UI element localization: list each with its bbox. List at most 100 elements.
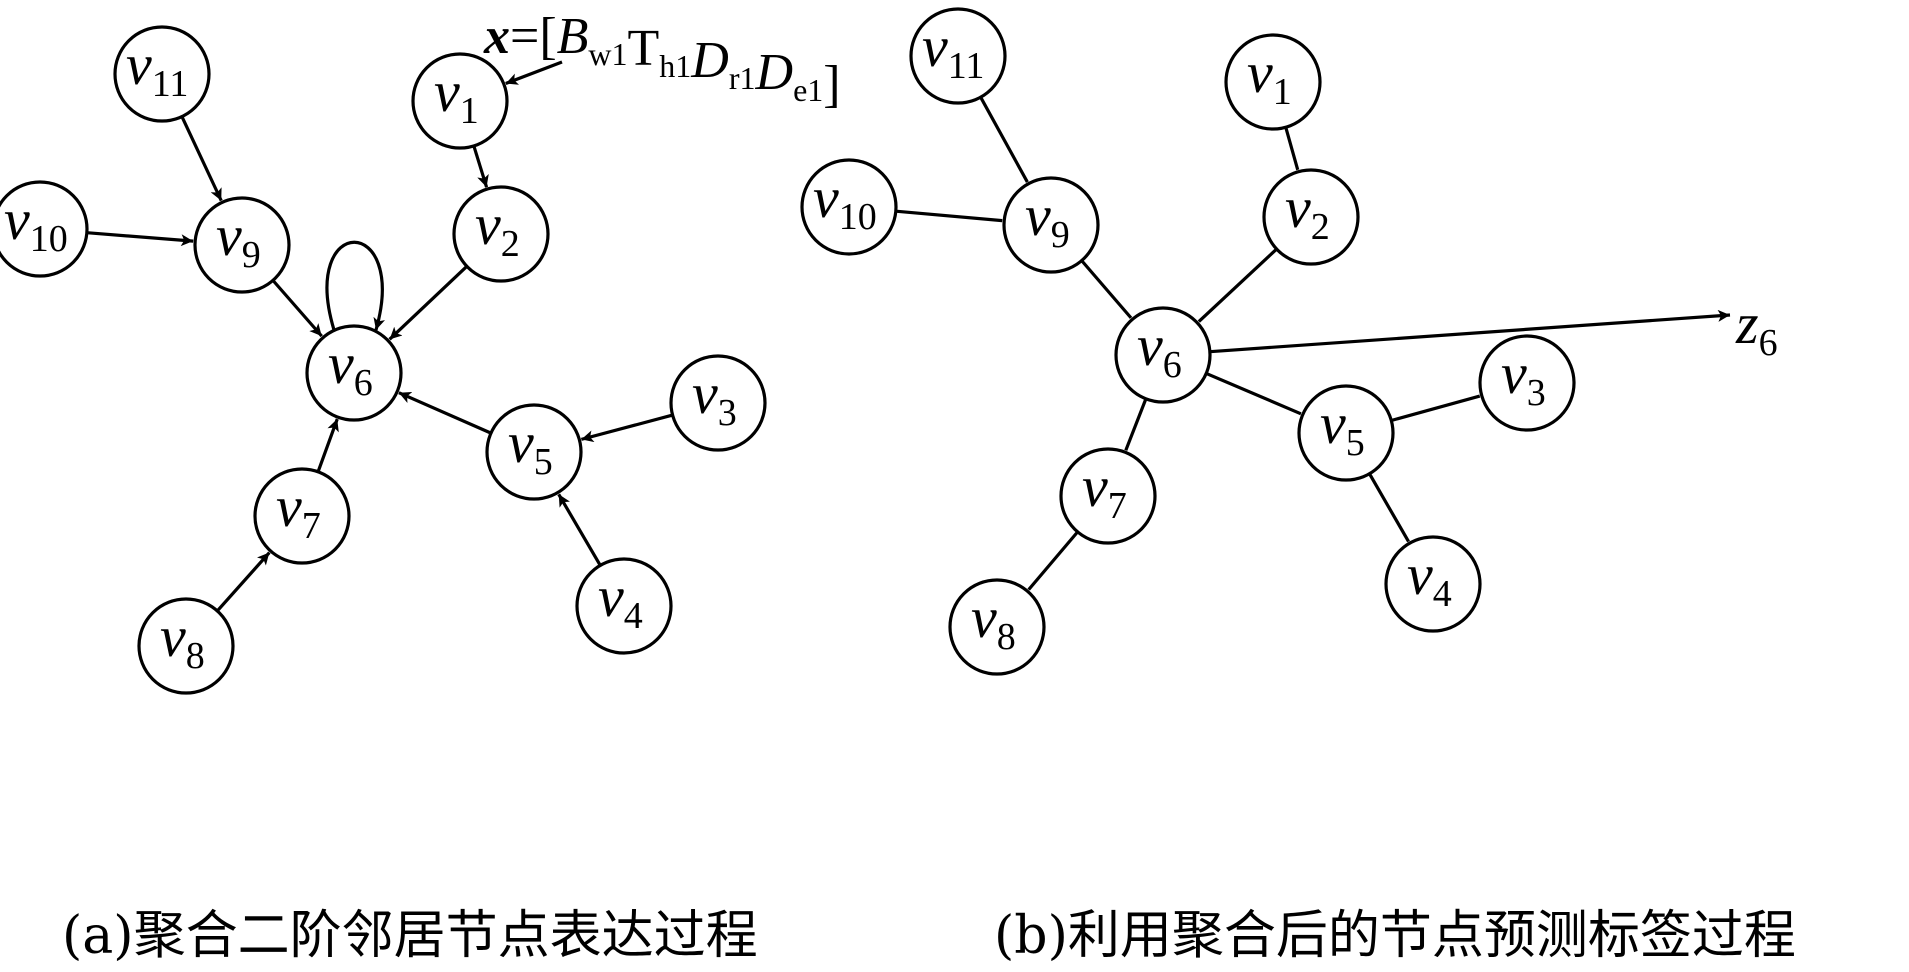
node-circle bbox=[1114, 306, 1212, 404]
node-circle bbox=[113, 25, 211, 123]
edge-v5-v3 bbox=[1390, 394, 1481, 423]
node-label: v10 bbox=[4, 187, 68, 260]
node-v1: v1 bbox=[1224, 33, 1322, 131]
edge-v6-v7 bbox=[1124, 398, 1148, 451]
node-label: v7 bbox=[1082, 454, 1127, 527]
node-circle bbox=[0, 180, 89, 278]
edge-v2-v6 bbox=[388, 265, 468, 341]
node-v11: v11 bbox=[909, 7, 1007, 105]
node-circle bbox=[1384, 535, 1482, 633]
self-loop-edge-v6 bbox=[325, 240, 386, 331]
node-label: v8 bbox=[160, 604, 205, 677]
node-circle bbox=[1297, 384, 1395, 482]
node-circle bbox=[575, 557, 673, 655]
node-v5: v5 bbox=[1297, 384, 1395, 482]
panel-a-edges bbox=[86, 60, 673, 612]
node-label: v1 bbox=[1247, 40, 1292, 113]
edge-v4-v5 bbox=[557, 493, 602, 567]
node-circle bbox=[800, 158, 898, 256]
node-label: v4 bbox=[598, 564, 643, 637]
edge-v2-v6 bbox=[1197, 247, 1278, 323]
node-circle bbox=[1224, 33, 1322, 131]
node-v10: v10 bbox=[800, 158, 898, 256]
node-v3: v3 bbox=[669, 354, 767, 452]
node-v7: v7 bbox=[1059, 447, 1157, 545]
node-circle bbox=[1059, 447, 1157, 545]
node-label: v2 bbox=[475, 192, 520, 265]
edge-v1-v2 bbox=[472, 145, 489, 188]
node-label: v6 bbox=[328, 331, 373, 404]
node-v7: v7 bbox=[253, 467, 351, 565]
panel-a-caption: (a)聚合二阶邻居节点表达过程 bbox=[62, 906, 758, 966]
panel-b-nodes: v11 v1 v10 v9 v2 v6 v3 v5 v7 v4 v8 bbox=[800, 7, 1576, 676]
panel-a-nodes: v11 v1 v10 v9 v2 v6 v3 v5 v7 v4 v8 bbox=[0, 25, 767, 695]
node-v6: v6 bbox=[1114, 306, 1212, 404]
node-v4: v4 bbox=[575, 557, 673, 655]
node-circle bbox=[1002, 176, 1100, 274]
node-v9: v9 bbox=[1002, 176, 1100, 274]
edge-v5-v4 bbox=[1368, 472, 1410, 543]
node-circle bbox=[253, 467, 351, 565]
node-label: v2 bbox=[1285, 175, 1330, 248]
panel-b-edges bbox=[895, 96, 1731, 591]
node-v5: v5 bbox=[485, 403, 583, 501]
node-label: v9 bbox=[1025, 183, 1070, 256]
node-v8: v8 bbox=[948, 578, 1046, 676]
node-circle bbox=[411, 52, 509, 150]
node-label: v11 bbox=[126, 32, 188, 105]
node-label: v5 bbox=[1320, 391, 1365, 464]
edge-v9-v6 bbox=[1080, 259, 1133, 319]
node-v8: v8 bbox=[137, 597, 235, 695]
panel-b-graph: v11 v1 v10 v9 v2 v6 v3 v5 v7 v4 v8 z6 (b)利用聚合后的节点预… bbox=[800, 7, 1796, 966]
node-circle bbox=[909, 7, 1007, 105]
node-v11: v11 bbox=[113, 25, 211, 123]
edge-v8-v7 bbox=[216, 551, 271, 612]
edge-v6-v5 bbox=[1205, 371, 1302, 416]
edge-v10-v9 bbox=[895, 209, 1003, 223]
edge-v7-v6 bbox=[316, 418, 339, 473]
node-v2: v2 bbox=[452, 185, 550, 283]
edge-v1-v2 bbox=[1284, 126, 1300, 171]
edge-v7-v8 bbox=[1027, 530, 1079, 591]
node-circle bbox=[452, 185, 550, 283]
node-circle bbox=[137, 597, 235, 695]
node-feature-vector-label: x=[Bw1Th1Dr1De1] bbox=[483, 8, 841, 113]
node-circle bbox=[1478, 334, 1576, 432]
node-label: v3 bbox=[692, 361, 737, 434]
node-label: v1 bbox=[434, 59, 479, 132]
node-label: v9 bbox=[216, 203, 261, 276]
node-v6: v6 bbox=[305, 324, 403, 422]
node-label: v11 bbox=[922, 14, 984, 87]
node-circle bbox=[669, 354, 767, 452]
edge-v10-v9 bbox=[86, 231, 194, 247]
edge-v3-v5 bbox=[580, 413, 673, 443]
edge-v11-v9 bbox=[979, 96, 1029, 183]
node-label: v8 bbox=[971, 585, 1016, 658]
panel-b-caption: (b)利用聚合后的节点预测标签过程 bbox=[994, 906, 1796, 966]
node-label: v5 bbox=[508, 410, 553, 483]
output-arrow bbox=[1209, 309, 1731, 354]
node-circle bbox=[1262, 168, 1360, 266]
node-circle bbox=[305, 324, 403, 422]
edge-v5-v6 bbox=[398, 391, 492, 435]
node-label: v7 bbox=[276, 474, 321, 547]
node-v9: v9 bbox=[193, 196, 291, 294]
node-v10: v10 bbox=[0, 180, 89, 278]
node-circle bbox=[485, 403, 583, 501]
panel-a-graph: v11 v1 v10 v9 v2 v6 v3 v5 v7 v4 v8 x=[Bw1Th1Dr1De1… bbox=[0, 8, 841, 966]
node-label: v6 bbox=[1137, 313, 1182, 386]
output-z6-label: z6 bbox=[1735, 291, 1778, 364]
node-circle bbox=[193, 196, 291, 294]
edge-v9-v6 bbox=[271, 279, 323, 338]
node-label: v4 bbox=[1407, 542, 1452, 615]
node-v1: v1 bbox=[411, 52, 509, 150]
edge-v11-v9 bbox=[180, 115, 223, 202]
node-v2: v2 bbox=[1262, 168, 1360, 266]
node-v4: v4 bbox=[1384, 535, 1482, 633]
node-label: v3 bbox=[1501, 341, 1546, 414]
node-label: v10 bbox=[813, 165, 877, 238]
node-circle bbox=[948, 578, 1046, 676]
feature-arrow bbox=[505, 60, 563, 85]
node-v3: v3 bbox=[1478, 334, 1576, 432]
